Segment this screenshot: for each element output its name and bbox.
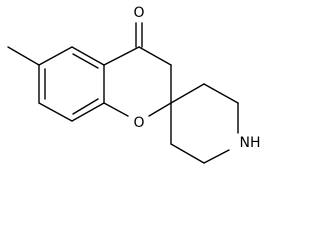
- amine-label: NH: [240, 135, 261, 151]
- carbonyl-bond: [135, 22, 143, 48]
- benzene-ring: [38, 46, 105, 122]
- piperidine-ring: [170, 83, 239, 164]
- carbonyl-oxygen-label: O: [133, 5, 144, 21]
- methyl-bond: [7, 46, 40, 66]
- pyranone-ring: [103, 46, 172, 117]
- molecule-drawing: O O NH: [7, 5, 261, 164]
- ring-oxygen-label: O: [133, 115, 144, 131]
- structure-diagram: O O NH: [7, 5, 261, 164]
